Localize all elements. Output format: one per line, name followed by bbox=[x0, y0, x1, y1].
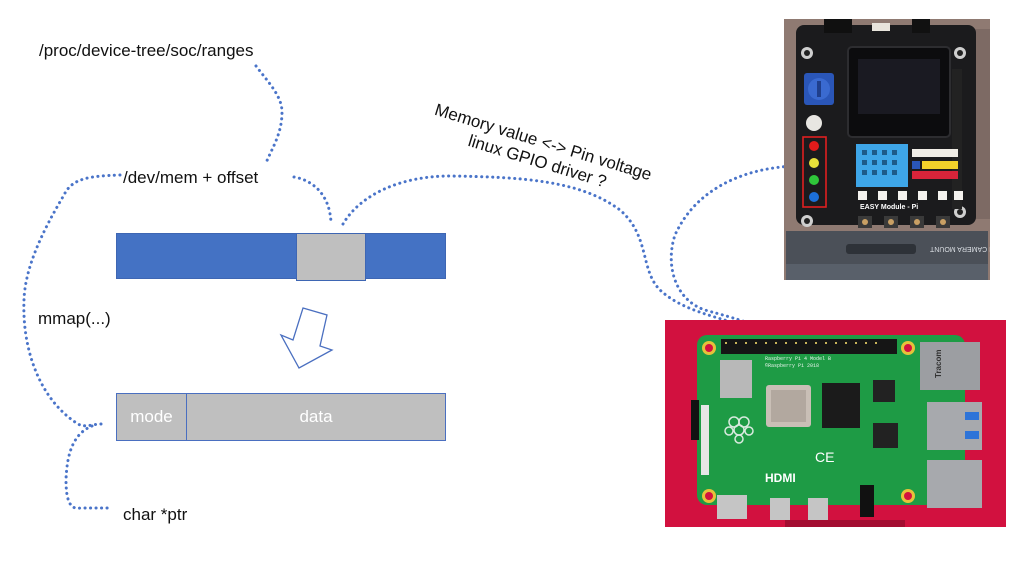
data-segment: data bbox=[299, 407, 333, 426]
annotation-text: Memory value <-> Pin voltage linux GPIO … bbox=[426, 100, 654, 204]
pi-model-text: Raspberry Pi 4 Model B bbox=[765, 356, 831, 362]
hdmi-text: HDMI bbox=[765, 471, 796, 485]
connector-ranges-to-devmem bbox=[254, 64, 284, 165]
easy-module-hat-photo: PI CAMERA MOUNT EASY Module - Pi bbox=[784, 19, 990, 280]
connector-mapped-to-ptr bbox=[64, 424, 112, 510]
connector-leds-to-gpio bbox=[669, 164, 802, 342]
mapped-memory-region: mode data bbox=[116, 393, 446, 441]
ce-mark: CE bbox=[815, 449, 834, 465]
pi-copyright-text: ©Raspberry Pi 2018 bbox=[765, 362, 819, 369]
ethernet-vendor-text: Tracom bbox=[934, 350, 943, 378]
mode-segment: mode bbox=[117, 394, 187, 440]
raspberry-pi-photo: Tracom HDMI CE Raspberry Pi 4 Model B ©R… bbox=[665, 320, 1006, 527]
pointer-label: char *ptr bbox=[123, 505, 188, 524]
physical-memory-bar bbox=[116, 233, 446, 279]
board-label: EASY Module - Pi bbox=[860, 204, 918, 211]
camera-mount-text: PI CAMERA MOUNT bbox=[929, 245, 990, 252]
down-arrow-icon bbox=[279, 307, 334, 369]
mmap-label: mmap(...) bbox=[38, 309, 111, 328]
dev-mem-label: /dev/mem + offset bbox=[123, 168, 259, 187]
gpio-register-window bbox=[296, 233, 366, 281]
connector-devmem-to-window bbox=[292, 175, 333, 225]
connector-mmap-curve bbox=[22, 173, 122, 428]
ranges-path-label: /proc/device-tree/soc/ranges bbox=[39, 41, 254, 60]
